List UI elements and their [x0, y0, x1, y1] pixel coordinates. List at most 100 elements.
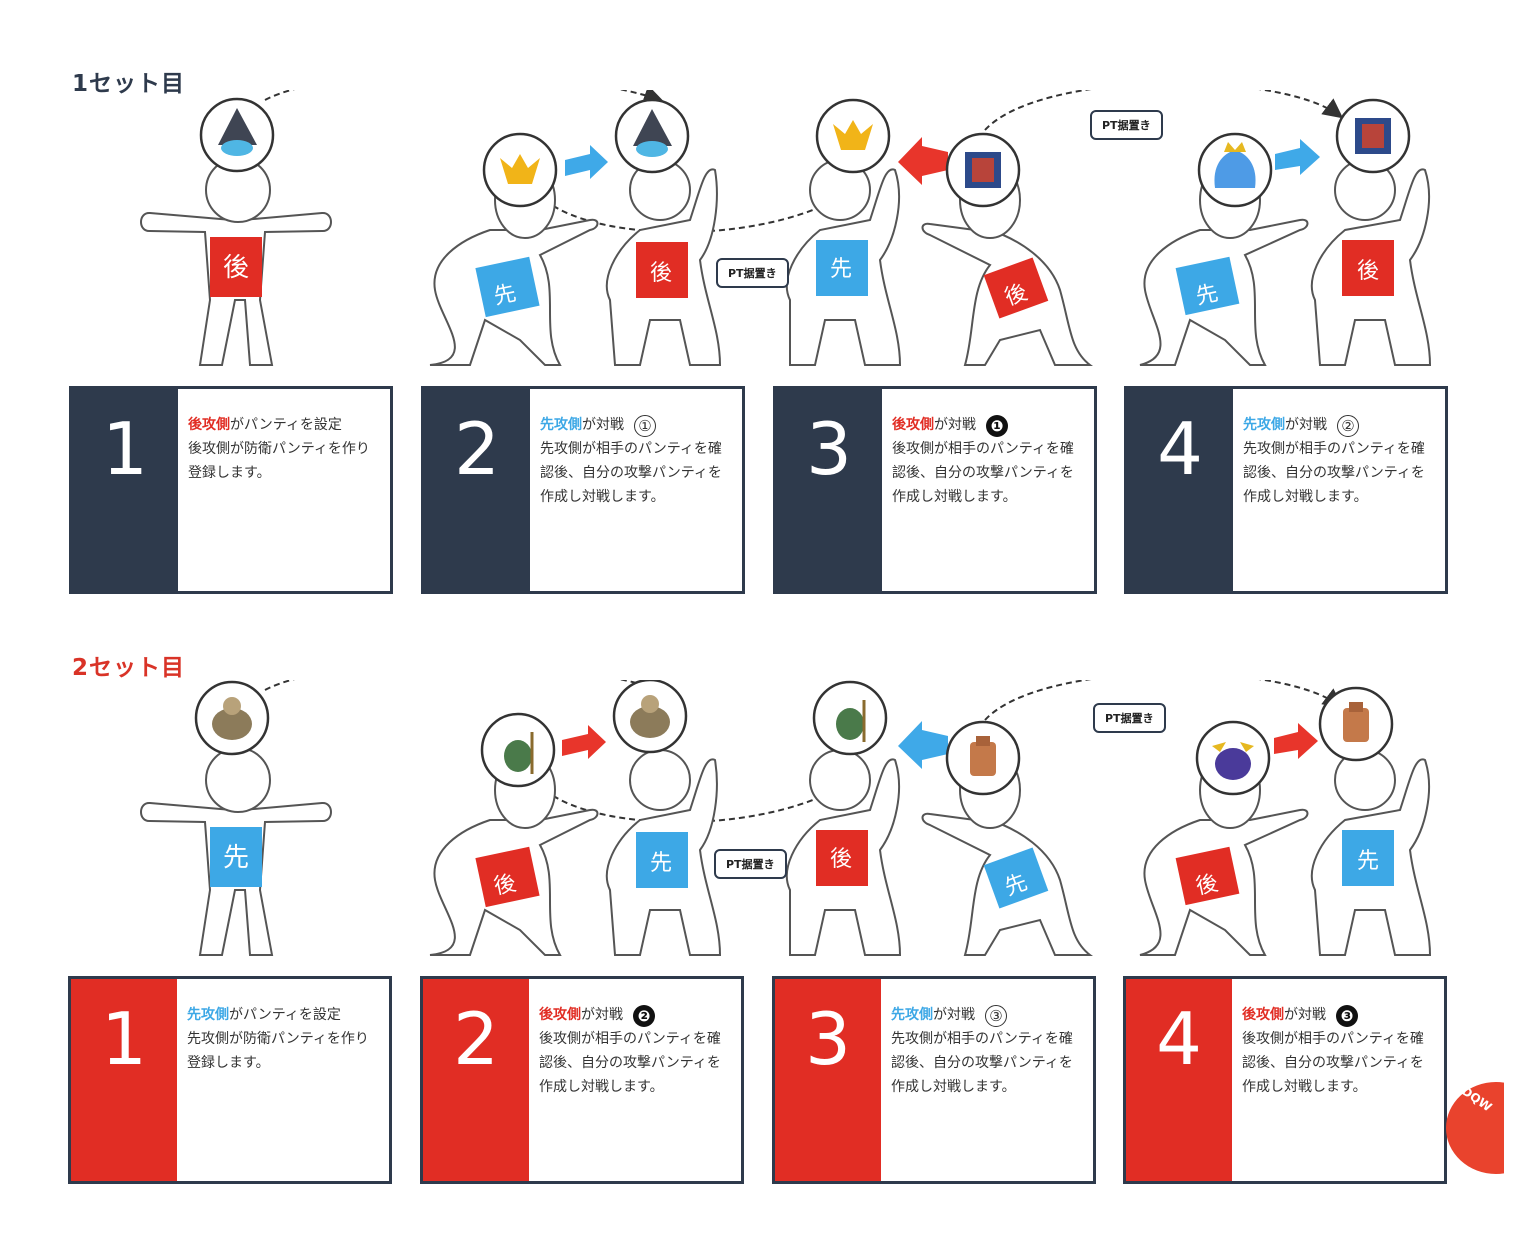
set2-pt-tag-2: PT据置き — [1093, 703, 1166, 733]
set2-figure-7: 先 — [1310, 749, 1432, 956]
svg-text:後: 後 — [830, 847, 852, 872]
drakee-icon — [833, 120, 873, 150]
side-label: 先攻側 — [540, 417, 582, 433]
set2-pt-tag-1: PT据置き — [714, 849, 787, 879]
golem-icon — [1343, 708, 1369, 742]
drakee-icon — [500, 154, 540, 184]
action-label: が対戦 — [582, 417, 624, 433]
golem-icon — [970, 742, 996, 776]
svg-text:先: 先 — [492, 281, 519, 310]
set1-icon-circle-3 — [614, 98, 690, 174]
side-label: 後攻側 — [892, 417, 934, 433]
svg-text:先: 先 — [223, 843, 249, 873]
shell-slime-icon — [218, 108, 257, 145]
step-number: 3 — [776, 389, 882, 591]
set1-figure-1: 後 — [140, 157, 332, 366]
set1-icon-circle-1 — [199, 97, 275, 173]
set1-figure-3: 後 — [605, 159, 722, 366]
set1-icon-circle-5 — [945, 132, 1021, 208]
svg-text:先: 先 — [1357, 849, 1379, 874]
svg-text:先: 先 — [1194, 281, 1221, 310]
set2-icon-circle-7 — [1318, 686, 1394, 762]
svg-text:後: 後 — [650, 261, 672, 286]
action-label: が対戦 — [581, 1007, 623, 1023]
set1-card-4: 4 先攻側が対戦 ② 先攻側が相手のパンティを確認後、自分の攻撃パンティを作成し対… — [1124, 386, 1448, 594]
set2-scene: 先 後 先 後 先 後 先 — [140, 680, 1432, 956]
set2-arrow-2 — [898, 721, 948, 769]
set2-arrow-1 — [562, 725, 606, 759]
dqw-logo: DQW — [1446, 1082, 1504, 1174]
svg-text:後: 後 — [1194, 871, 1221, 900]
step-number: 4 — [1127, 389, 1233, 591]
step-description: 先攻側が相手のパンティを確認後、自分の攻撃パンティを作成し対戦します。 — [540, 441, 722, 505]
king-slime-icon — [1214, 150, 1256, 188]
set1-title: 1セット目 — [72, 71, 186, 97]
set1-arrow-2 — [898, 137, 948, 185]
round-badge: ② — [1337, 415, 1359, 437]
step-number: 2 — [424, 389, 530, 591]
ogre-icon — [212, 708, 252, 740]
set2-card-1: 1 先攻側がパンティを設定 先攻側が防衛パンティを作り登録します。 — [68, 976, 392, 1184]
step-description: 先攻側が相手のパンティを確認後、自分の攻撃パンティを作成し対戦します。 — [1243, 441, 1425, 505]
action-label: が対戦 — [1285, 417, 1327, 433]
set1-icon-circle-7 — [1335, 98, 1411, 174]
set1-arrow-3 — [1275, 139, 1320, 175]
side-label: 先攻側 — [187, 1007, 229, 1023]
set1-dashed-arc-1 — [264, 90, 664, 105]
set1-icon-circle-4 — [815, 98, 891, 174]
set1-arrow-1 — [565, 145, 608, 179]
side-label: 後攻側 — [539, 1007, 581, 1023]
set2-arrow-3 — [1274, 723, 1318, 759]
set2-card-4: 4 後攻側が対戦 ❸ 後攻側が相手のパンティを確認後、自分の攻撃パンティを作成し対… — [1123, 976, 1447, 1184]
set2-figure-4: 後 — [785, 749, 902, 956]
step-number: 2 — [423, 979, 529, 1181]
svg-text:後: 後 — [492, 871, 519, 900]
ogre-icon — [630, 706, 670, 738]
set2-icon-circle-6 — [1195, 720, 1271, 796]
set2-icon-circle-5 — [945, 720, 1021, 796]
action-label: がパンティを設定 — [230, 417, 342, 433]
set2-figure-3: 先 — [605, 749, 722, 956]
shell-slime-icon — [633, 109, 672, 146]
set2-dashed-arc-1 — [264, 680, 664, 695]
set2-icon-circle-1 — [194, 680, 270, 756]
round-badge: ❷ — [633, 1005, 655, 1027]
round-badge: ❸ — [1336, 1005, 1358, 1027]
svg-text:後: 後 — [1357, 259, 1379, 284]
step-number: 3 — [775, 979, 881, 1181]
step-number: 1 — [72, 389, 178, 591]
set1-figure-7: 後 — [1310, 159, 1432, 366]
side-label: 後攻側 — [1242, 1007, 1284, 1023]
set2-title: 2セット目 — [72, 655, 186, 681]
action-label: が対戦 — [1284, 1007, 1326, 1023]
set1-card-1: 1 後攻側がパンティを設定 後攻側が防衛パンティを作り登録します。 — [69, 386, 393, 594]
side-label: 先攻側 — [1243, 417, 1285, 433]
set1-dashed-arc-3 — [984, 90, 1344, 131]
goblin-icon — [504, 740, 532, 772]
step-number: 4 — [1126, 979, 1232, 1181]
set1-figure-4: 先 — [785, 159, 902, 366]
set1-scene: 後 先 後 先 後 先 後 — [140, 90, 1432, 366]
action-label: がパンティを設定 — [229, 1007, 341, 1023]
demon-icon — [1215, 748, 1251, 780]
step-description: 先攻側が相手のパンティを確認後、自分の攻撃パンティを作成し対戦します。 — [891, 1031, 1073, 1095]
step-description: 後攻側が相手のパンティを確認後、自分の攻撃パンティを作成し対戦します。 — [1242, 1031, 1424, 1095]
set1-icon-circle-2 — [482, 132, 558, 208]
set2-figure-2: 後 — [429, 751, 599, 956]
round-badge: ③ — [985, 1005, 1007, 1027]
side-label: 後攻側 — [188, 417, 230, 433]
set2-icon-circle-4 — [812, 680, 888, 756]
step-description: 後攻側が防衛パンティを作り登録します。 — [188, 441, 370, 481]
step-number: 1 — [71, 979, 177, 1181]
svg-text:後: 後 — [223, 253, 249, 283]
round-badge: ❶ — [986, 415, 1008, 437]
svg-text:先: 先 — [830, 257, 852, 282]
action-label: が対戦 — [934, 417, 976, 433]
goblin-icon — [836, 708, 864, 740]
set1-pt-tag-2: PT据置き — [1090, 110, 1163, 140]
svg-text:先: 先 — [650, 851, 672, 876]
